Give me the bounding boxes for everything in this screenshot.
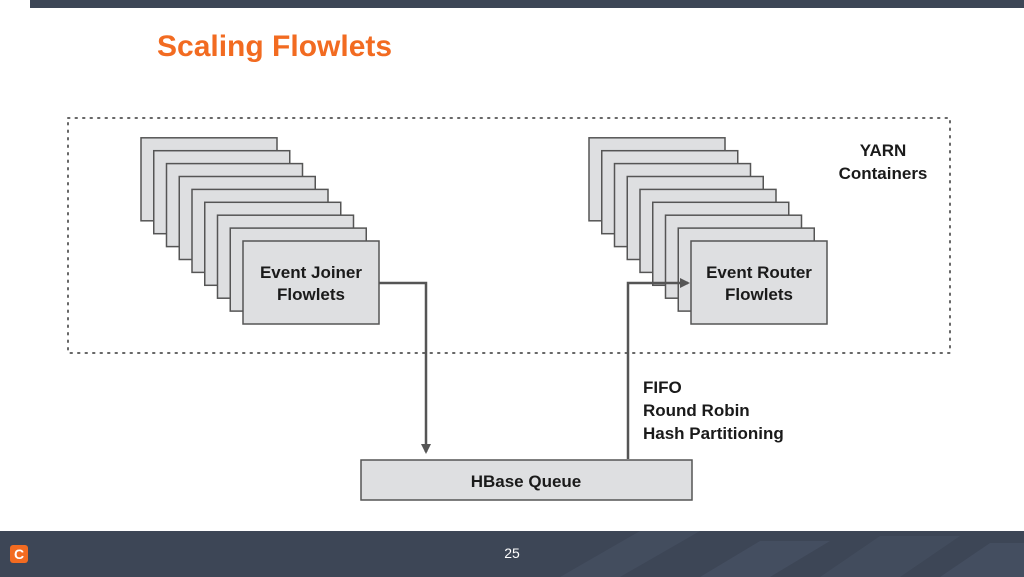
slide-title: Scaling Flowlets	[157, 30, 393, 63]
footer-bar: C 25	[0, 531, 1024, 577]
router-label-line2: Flowlets	[725, 285, 793, 304]
yarn-containers-label: YARN Containers	[826, 139, 940, 185]
event-router-stack	[588, 137, 828, 325]
yarn-container-boundary	[67, 117, 951, 354]
joiner-label-line1: Event Joiner	[260, 263, 362, 282]
brand-logo-icon: C	[10, 545, 28, 563]
router-label-line1: Event Router	[706, 263, 812, 282]
footer-decoration	[560, 531, 1024, 577]
partition-mode-round-robin: Round Robin	[643, 401, 750, 420]
event-joiner-stack	[140, 137, 380, 325]
event-joiner-instance-box	[242, 240, 380, 325]
flow-diagram: Event Joiner Flowlets Event Router Flowl…	[67, 117, 951, 501]
joiner-to-queue-arrow	[379, 281, 431, 454]
hbase-queue-box	[360, 459, 693, 501]
top-bar	[30, 0, 1024, 8]
joiner-label-line2: Flowlets	[277, 285, 345, 304]
yarn-label-line2: Containers	[838, 164, 928, 183]
page-number: 25	[504, 545, 520, 561]
partition-mode-hash: Hash Partitioning	[643, 424, 784, 443]
partition-modes-list: FIFO Round Robin Hash Partitioning	[643, 376, 784, 445]
partition-mode-fifo: FIFO	[643, 378, 682, 397]
event-router-instance-box	[690, 240, 828, 325]
hbase-queue-label: HBase Queue	[471, 472, 582, 491]
yarn-label-line1: YARN	[859, 141, 907, 160]
queue-to-router-arrow	[626, 278, 690, 459]
